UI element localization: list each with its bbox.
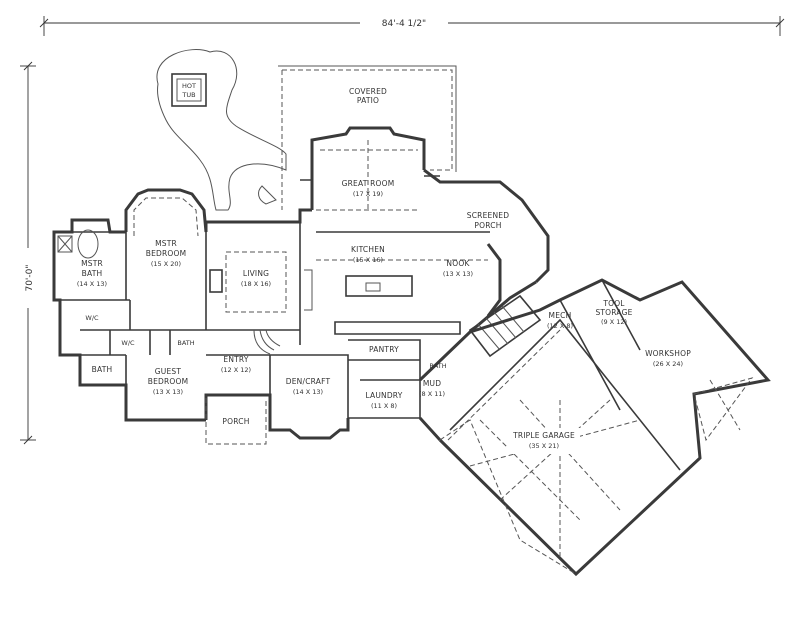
nook-label: NOOK: [446, 259, 470, 268]
guest-bedroom-label: GUEST: [155, 367, 182, 376]
living-ceiling: [225, 251, 287, 313]
workshop-size: (26 X 24): [653, 360, 683, 368]
guest-bedroom-label-2: BEDROOM: [148, 377, 189, 386]
tool-storage-size: (9 X 12): [601, 318, 627, 326]
bath-label: BATH: [92, 365, 113, 374]
tool-storage-label: TOOL: [602, 299, 625, 308]
garage-wing: [438, 278, 771, 577]
covered-patio-label-2: PATIO: [357, 96, 379, 105]
covered-patio-label: COVERED: [349, 87, 387, 96]
mstr-bath-size: (14 X 13): [77, 280, 107, 288]
workshop-label: WORKSHOP: [645, 349, 691, 358]
bath-mud-label: BATH: [429, 362, 446, 370]
wic2-label: W/C: [121, 339, 135, 347]
great-room-ceiling: [316, 140, 420, 211]
mstr-bath-label-2: BATH: [82, 269, 103, 278]
triple-garage-label: TRIPLE GARAGE: [512, 431, 575, 440]
great-room-label: GREAT ROOM: [342, 179, 395, 188]
mstr-bedroom-size: (15 X 20): [151, 260, 181, 268]
den-craft-size: (14 X 13): [293, 388, 323, 396]
main-walls: [52, 126, 550, 445]
master-tub: [77, 229, 99, 259]
mud-label: MUD: [423, 379, 441, 388]
great-room-size: (17 X 19): [353, 190, 383, 198]
screened-porch-label-2: PORCH: [474, 221, 501, 230]
fireplace: [209, 269, 223, 293]
bath-small-label: BATH: [177, 339, 194, 347]
wic-label: W/C: [85, 314, 99, 322]
nook-size: (13 X 13): [443, 270, 473, 278]
hot-tub-label-2: TUB: [181, 91, 195, 99]
width-dimension: 84'-4 1/2": [382, 19, 426, 29]
mstr-bath-label: MSTR: [81, 259, 103, 268]
covered-patio: [278, 65, 457, 210]
living-label: LIVING: [243, 269, 269, 278]
porch-label: PORCH: [222, 417, 249, 426]
laundry-label: LAUNDRY: [365, 391, 402, 400]
tool-storage-label-2: STORAGE: [595, 308, 632, 317]
laundry-size: (11 X 8): [371, 402, 397, 410]
triple-garage-size: (35 X 21): [529, 442, 559, 450]
mstr-bedroom-bay: [133, 197, 199, 237]
den-craft-label: DEN/CRAFT: [286, 377, 331, 386]
screened-porch-label: SCREENED: [467, 211, 509, 220]
master-shower: [57, 235, 73, 253]
entry-label: ENTRY: [223, 355, 248, 364]
entry-size: (12 X 12): [221, 366, 251, 374]
hot-tub-label: HOT: [182, 82, 196, 90]
kitchen-size: (15 X 16): [353, 256, 383, 264]
guest-bedroom-size: (13 X 13): [153, 388, 183, 396]
staircase: [253, 294, 542, 358]
mstr-bedroom-label-2: BEDROOM: [146, 249, 187, 258]
kitchen-label: KITCHEN: [351, 245, 385, 254]
hot-tub-deck: [156, 49, 287, 211]
depth-dimension: 70'-0": [25, 264, 35, 291]
living-size: (18 X 16): [241, 280, 271, 288]
mech-size: (12 X 8): [547, 322, 573, 330]
mstr-bedroom-label: MSTR: [155, 239, 177, 248]
kitchen-fixtures: [304, 259, 488, 311]
mud-size: (8 X 11): [419, 390, 445, 398]
mech-label: MECH: [549, 311, 572, 320]
pantry-label: PANTRY: [369, 345, 399, 354]
